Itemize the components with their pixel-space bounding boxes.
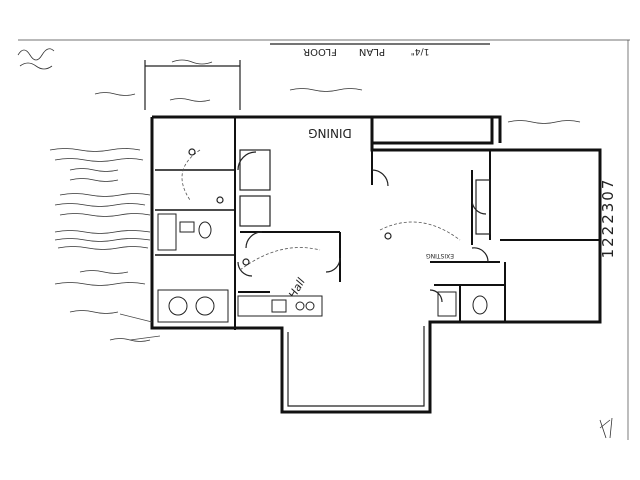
washer-icon bbox=[168, 296, 188, 316]
title-floor: FLOOR bbox=[303, 46, 337, 57]
bathtub-icon bbox=[157, 213, 177, 251]
vanity-icon bbox=[179, 221, 195, 233]
burner-icon bbox=[295, 301, 305, 311]
dryer-icon bbox=[195, 296, 215, 316]
title-plan: PLAN bbox=[359, 46, 385, 57]
existing-label: EXISTING bbox=[426, 252, 454, 259]
kitchen-counter bbox=[237, 295, 323, 317]
burner-icon bbox=[305, 301, 315, 311]
left-bathroom-fixtures bbox=[157, 213, 229, 323]
toilet-icon bbox=[198, 221, 212, 239]
toilet-icon bbox=[472, 295, 488, 315]
signature-mark bbox=[599, 417, 613, 439]
sink-icon bbox=[271, 299, 287, 313]
handwritten-notes-left bbox=[49, 92, 161, 342]
handwritten-notes-top bbox=[169, 88, 581, 124]
electrical-circuits bbox=[181, 148, 461, 271]
top-dimension-line bbox=[144, 59, 241, 110]
title-block: FLOOR PLAN 1/4" bbox=[270, 43, 490, 57]
top-left-stamp bbox=[17, 48, 55, 70]
living-room-inner-outline bbox=[287, 326, 425, 407]
exterior-walls bbox=[150, 115, 602, 414]
closet bbox=[239, 149, 271, 191]
closet bbox=[239, 195, 271, 227]
title-scale: 1/4" bbox=[411, 46, 430, 56]
dining-room-label: DINING bbox=[308, 126, 352, 140]
closet bbox=[475, 179, 491, 235]
permit-number: 1222307 bbox=[599, 178, 617, 259]
door-swings bbox=[237, 151, 489, 303]
vanity-icon bbox=[437, 291, 457, 317]
right-bathroom-fixtures bbox=[437, 291, 488, 317]
